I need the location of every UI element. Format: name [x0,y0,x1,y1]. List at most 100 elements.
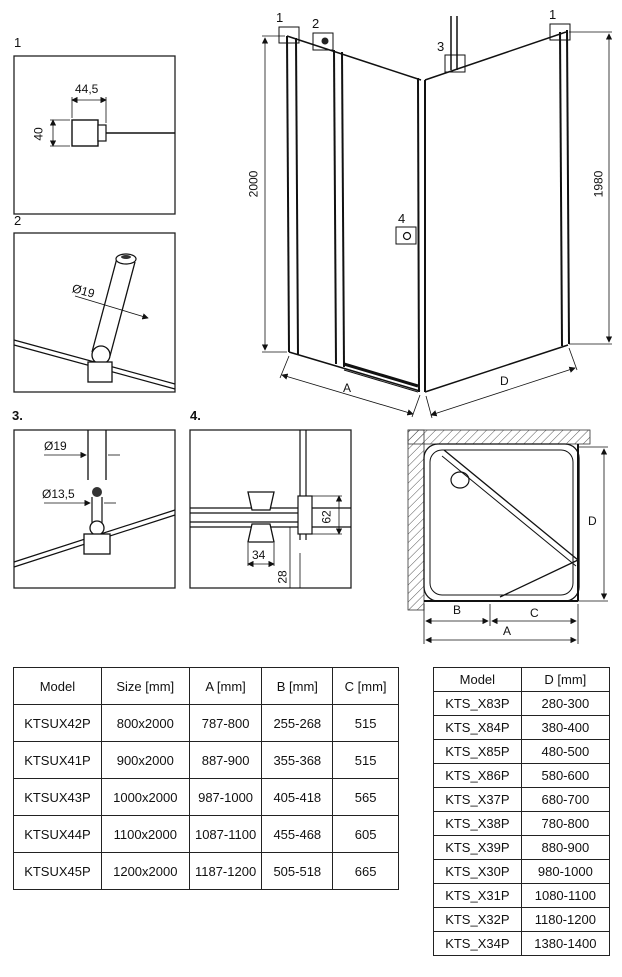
callout-detail-2: 2 [14,213,22,228]
table-cell: 565 [332,778,399,816]
table-cell: 665 [332,852,399,890]
table-cell: 515 [332,741,399,779]
table-cell: 280-300 [520,691,611,716]
table-cell: KTS_X86P [433,763,522,788]
table-cell: 255-268 [261,704,334,742]
dim-plan-a: A [503,624,512,638]
table-cell: 780-800 [520,811,611,836]
plan-view [407,429,608,644]
column-header: C [mm] [332,667,399,705]
table-cell: KTSUX42P [13,704,102,742]
marker-4: 4 [398,211,406,226]
marker-2: 2 [312,16,320,31]
table-cell: KTS_X85P [433,739,522,764]
table-cell: 987-1000 [188,778,263,816]
table-cell: KTSUX41P [13,741,102,779]
table-cell: 1180-1200 [520,907,611,932]
dim-62: 62 [319,510,334,524]
table-cell: 355-368 [261,741,334,779]
table-cell: 787-800 [188,704,263,742]
table-cell: KTS_X38P [433,811,522,836]
detail-3-drawing [13,429,176,589]
table-cell: KTS_X37P [433,787,522,812]
marker-1-right: 1 [549,7,557,22]
column-header: Size [mm] [100,667,190,705]
dim-d3-dia-19: Ø19 [44,439,67,453]
table-cell: 887-900 [188,741,263,779]
table-cell: 405-418 [261,778,334,816]
dim-44-5: 44,5 [75,82,99,96]
table-cell: 455-468 [261,815,334,853]
main-cabin-view [261,16,613,419]
table-cell: 1187-1200 [188,852,263,890]
dim-height-2000: 2000 [246,170,261,198]
dim-34: 34 [252,548,266,562]
table-cell: 880-900 [520,835,611,860]
dim-main-a: A [343,381,352,395]
callout-detail-1: 1 [14,35,22,50]
dim-40: 40 [31,127,46,141]
table-cell: KTS_X84P [433,715,522,740]
dim-main-d: D [500,374,509,388]
column-header: D [mm] [520,667,611,692]
column-header: B [mm] [261,667,334,705]
table-cell: 580-600 [520,763,611,788]
dim-plan-c: C [530,606,539,620]
dim-28: 28 [275,570,290,584]
detail-2-drawing [13,232,176,393]
table-cell: 1087-1100 [188,815,263,853]
table-cell: 1000x2000 [100,778,190,816]
table-cell: KTSUX45P [13,852,102,890]
column-header: Model [433,667,522,692]
table-cell: KTS_X39P [433,835,522,860]
callout-detail-4: 4. [190,408,201,423]
dim-d3-dia-13-5: Ø13,5 [42,487,75,501]
dim-height-1980: 1980 [591,170,606,198]
detail-1-drawing [13,55,176,215]
column-header: Model [13,667,102,705]
table-cell: 480-500 [520,739,611,764]
table-cell: 1100x2000 [100,815,190,853]
callout-detail-3: 3. [12,408,23,423]
table-cell: 380-400 [520,715,611,740]
table-cell: 1080-1100 [520,883,611,908]
dim-plan-d: D [588,514,597,528]
column-header: A [mm] [188,667,263,705]
marker-1-left: 1 [276,10,284,25]
table-cell: 900x2000 [100,741,190,779]
dim-plan-b: B [453,603,462,617]
table-cell: KTSUX43P [13,778,102,816]
table-cell: 515 [332,704,399,742]
table-cell: 605 [332,815,399,853]
table-cell: 800x2000 [100,704,190,742]
table-cell: KTS_X32P [433,907,522,932]
table-cell: 1380-1400 [520,931,611,956]
marker-3: 3 [437,39,445,54]
table-cell: KTS_X83P [433,691,522,716]
detail-4-drawing [189,429,352,589]
table-cell: 680-700 [520,787,611,812]
table-cell: KTS_X31P [433,883,522,908]
table-cell: 505-518 [261,852,334,890]
table-cell: KTS_X34P [433,931,522,956]
